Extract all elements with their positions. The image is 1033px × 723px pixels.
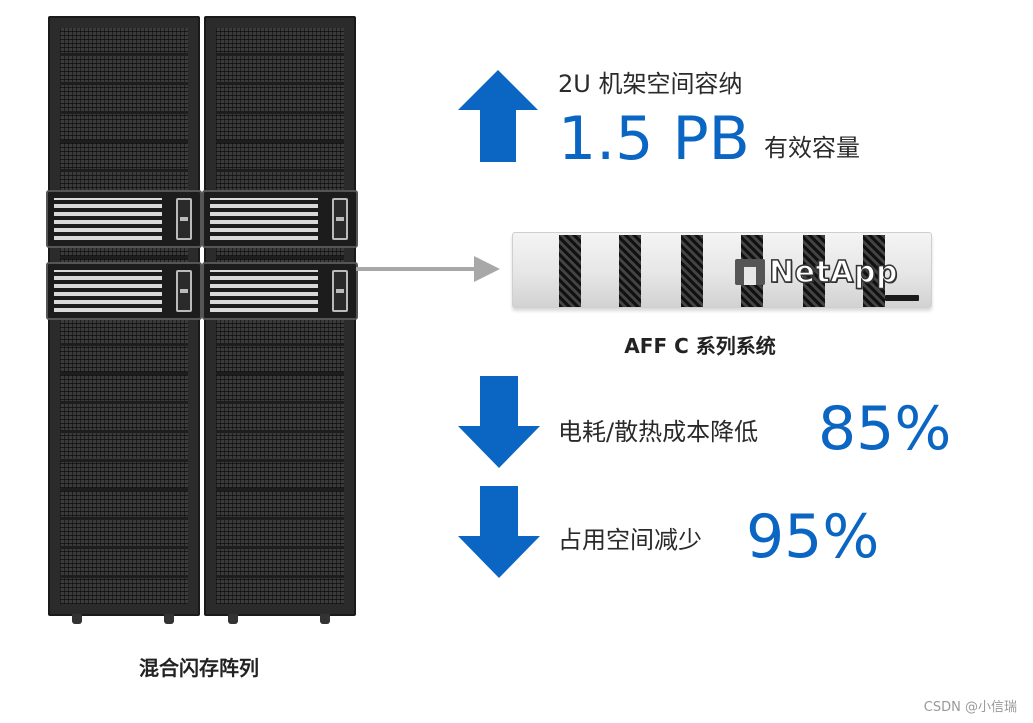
power-value: 85% [818,394,952,464]
netapp-logo-icon [735,259,765,285]
rack-right-shelf-2 [202,262,358,320]
rack-caption: 混合闪存阵列 [139,656,259,680]
rack-right-shelf-1 [202,190,358,248]
rack-right [202,16,358,624]
watermark: CSDN @小信瑞 [923,700,1017,715]
appliance-badge [885,295,919,301]
capacity-suffix: 有效容量 [764,134,860,162]
pointer-arrow-head [474,256,500,282]
rack-left [46,16,202,624]
netapp-brand-text: NetApp [768,254,898,291]
rack-left-shelf-1 [46,190,202,248]
capacity-label: 2U 机架空间容纳 [558,70,743,98]
arrow-down-icon [458,376,540,468]
power-label: 电耗/散热成本降低 [558,418,759,446]
arrow-up-icon [458,70,538,162]
appliance-caption: AFF C 系列系统 [624,334,776,358]
space-value: 95% [746,502,880,572]
arrow-down-icon [458,486,540,578]
pointer-arrow-line [356,267,476,271]
netapp-logo: NetApp [735,254,898,291]
rack-left-shelf-2 [46,262,202,320]
aff-appliance: NetApp [512,232,932,308]
capacity-value: 1.5 PB [558,104,750,174]
space-label: 占用空间减少 [558,526,702,554]
